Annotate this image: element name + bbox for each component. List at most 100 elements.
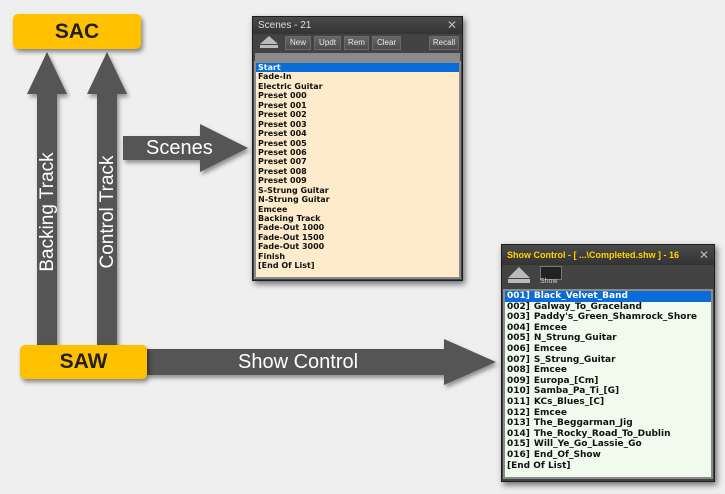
show-title: Show Control - [ ...\Completed.shw ] - 1… [507,250,680,260]
scene-item[interactable]: Finish [258,251,286,261]
show-item-number: 004] [507,322,530,333]
scene-item[interactable]: Emcee [258,204,288,214]
clear-button[interactable]: Clear [372,36,401,50]
show-item-number: 012] [507,407,530,418]
show-item[interactable]: 007]S_Strung_Guitar [505,355,711,366]
scene-item[interactable]: Backing Track [258,214,321,223]
show-item-name: Emcee [533,343,567,354]
show-item-name: End_Of_Show [533,449,601,460]
scenes-label: Scenes [146,137,213,159]
show-item[interactable]: 016]End_Of_Show [505,450,711,461]
show-control-label: Show Control [238,351,359,373]
show-item-number: 013] [507,418,530,429]
eject-icon[interactable] [506,265,532,287]
rem-button[interactable]: Rem [344,36,369,50]
show-item[interactable]: 013]The_Beggarman_Jig [505,418,711,429]
scene-item[interactable]: Preset 000 [258,91,307,101]
control-track-label: Control Track [97,155,118,269]
show-item[interactable]: 008]Emcee [505,365,711,376]
show-control-arrow [146,339,496,385]
show-item-name: S_Strung_Guitar [533,354,616,365]
scene-item[interactable]: Preset 008 [258,166,307,176]
show-item-name: Samba_Pa_Ti_[G] [533,386,620,397]
backing-track-label: Backing Track [37,152,58,272]
scene-item[interactable]: Fade-Out 1000 [258,223,325,233]
show-item-number: 010] [507,386,530,397]
scene-item[interactable]: Fade-Out 1500 [258,232,325,242]
close-icon[interactable]: ✕ [446,18,457,32]
show-item-name: Paddy's_Green_Shamrock_Shore [533,312,698,323]
show-item-name: Emcee [533,407,567,418]
backing-track-arrow [27,52,67,350]
scene-item[interactable]: Preset 003 [258,119,307,129]
show-item[interactable]: 015]Will_Ye_Go_Lassie_Go [505,439,711,450]
show-item-name: KCs_Blues_[C] [533,396,605,407]
show-item[interactable]: 004]Emcee [505,323,711,334]
control-track-arrow [87,52,127,350]
show-item[interactable]: 009]Europa_[Cm] [505,376,711,387]
show-item-name: Will_Ye_Go_Lassie_Go [533,439,642,450]
saw-node: SAW [20,345,147,379]
scene-item[interactable]: Start [256,63,459,73]
scenes-input-bar [255,53,460,61]
show-item-number: 003] [507,312,530,323]
scene-item[interactable]: Preset 002 [258,110,307,120]
show-item-name: The_Beggarman_Jig [533,418,633,429]
scene-item[interactable]: Preset 004 [258,129,307,139]
show-item-name: [End Of List] [507,460,571,471]
show-item-number: 002] [507,301,530,312]
close-icon[interactable]: ✕ [698,248,709,262]
scenes-window: Scenes - 21 ✕ New Updt Rem Clear Recall … [252,16,463,281]
new-button[interactable]: New [285,36,311,50]
show-item[interactable]: 010]Samba_Pa_Ti_[G] [505,386,711,397]
scene-item[interactable]: Fade-In [258,72,292,82]
show-button-label[interactable]: Show [540,278,558,285]
show-item[interactable]: 002]Galway_To_Graceland [505,302,711,313]
scenes-title: Scenes - 21 [258,20,312,31]
show-item[interactable]: 001]Black_Velvet_Band [505,291,711,302]
show-item-number: 006] [507,343,530,354]
show-item[interactable]: 014]The_Rocky_Road_To_Dublin [505,429,711,440]
recall-button[interactable]: Recall [429,36,459,50]
updt-button[interactable]: Updt [314,36,341,50]
show-item-name: Emcee [533,365,567,376]
show-item-number: 001] [507,291,530,301]
show-item-number: 016] [507,449,530,460]
show-button-icon[interactable] [540,266,562,280]
scene-item[interactable]: Electric Guitar [258,81,323,91]
show-item-name: The_Rocky_Road_To_Dublin [533,428,671,439]
show-item-number: 008] [507,365,530,376]
scene-item[interactable]: N-Strung Guitar [258,195,330,205]
scene-item[interactable]: Fade-Out 3000 [258,242,325,252]
scene-item[interactable]: Preset 006 [258,147,307,157]
show-item-number: 009] [507,375,530,386]
scene-item[interactable]: [End Of List] [258,261,315,271]
show-item[interactable]: 012]Emcee [505,408,711,419]
show-item[interactable]: 003]Paddy's_Green_Shamrock_Shore [505,312,711,323]
show-item[interactable]: 005]N_Strung_Guitar [505,333,711,344]
show-titlebar: Show Control - [ ...\Completed.shw ] - 1… [502,245,714,265]
eject-icon[interactable] [258,35,280,49]
show-item-name: Emcee [533,322,567,333]
show-control-window: Show Control - [ ...\Completed.shw ] - 1… [501,244,715,482]
show-item-number: 005] [507,333,530,344]
scene-item[interactable]: S-Strung Guitar [258,185,329,195]
show-item-name: Black_Velvet_Band [529,291,632,301]
scene-item[interactable]: Preset 005 [258,138,307,148]
scene-item[interactable]: Preset 009 [258,176,307,186]
show-item[interactable]: 011]KCs_Blues_[C] [505,397,711,408]
scene-item[interactable]: Preset 007 [258,157,307,167]
scenes-arrow [123,124,248,172]
show-item-name: N_Strung_Guitar [533,333,617,344]
show-item-name: Galway_To_Graceland [533,301,642,312]
show-item-name: Europa_[Cm] [533,375,599,386]
scene-item[interactable]: Preset 001 [258,100,307,110]
show-item[interactable]: 006]Emcee [505,344,711,355]
show-item[interactable]: [End Of List] [505,461,711,472]
sac-node: SAC [13,14,141,49]
show-item-number: 011] [507,396,530,407]
scenes-titlebar: Scenes - 21 ✕ [253,17,462,34]
